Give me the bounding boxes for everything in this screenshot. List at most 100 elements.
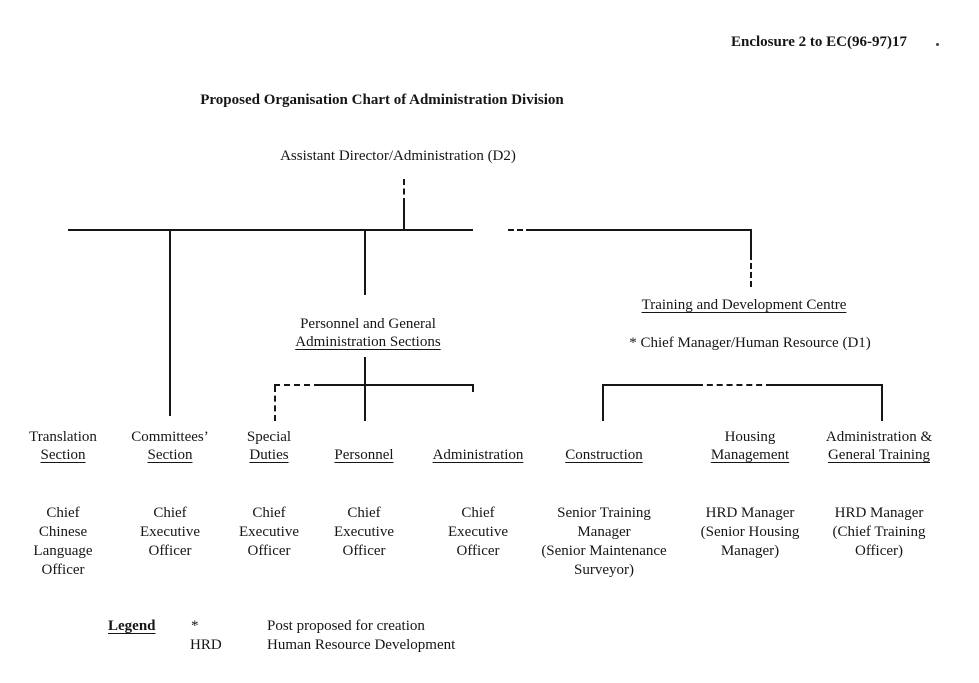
section-column-housing-management: Housing Management HRD Manager (Senior H… (680, 428, 820, 580)
connector-line-dashed (508, 229, 532, 231)
connector-line (531, 229, 751, 231)
section-column-translation: Translation Section Chief Chinese Langua… (8, 428, 118, 580)
scan-artifact-dot (936, 43, 939, 46)
section-label-line2: Management (680, 446, 820, 464)
section-column-committees: Committees’ Section Chief Executive Offi… (110, 428, 230, 580)
section-label-underlined: Management (710, 447, 790, 463)
post-line: Surveyor) (574, 562, 634, 578)
connector-line (319, 384, 474, 386)
connector-line (403, 203, 405, 230)
post-line (413, 561, 543, 580)
section-label-line1 (413, 428, 543, 446)
legend-text-hrd: Human Resource Development (267, 637, 456, 653)
post-line: HRD Manager (834, 505, 924, 521)
group-personnel-admin-underlined: Administration Sections (295, 334, 441, 350)
section-label-line1: Housing (724, 429, 776, 445)
post-line: Officer (148, 543, 192, 559)
post-line: Chief (153, 505, 187, 521)
connector-line (602, 384, 604, 421)
connector-line-dashed (697, 384, 772, 386)
section-label-line2: Construction (529, 446, 679, 464)
section-label-underlined: Duties (249, 447, 289, 463)
enclosure-reference: Enclosure 2 to EC(96-97)17 (731, 34, 907, 50)
post-line: Senior Training (557, 505, 651, 521)
section-label-line2: Section (8, 446, 118, 464)
connector-line-dashed (750, 254, 752, 287)
column-spacer (110, 464, 230, 504)
training-centre-head: * Chief Manager/Human Resource (D1) (629, 335, 871, 351)
group-training-centre: Training and Development Centre (634, 296, 854, 314)
legend-heading-underlined: Legend (108, 618, 156, 634)
post-line: Chief (46, 505, 80, 521)
section-column-admin-general-training: Administration & General Training HRD Ma… (809, 428, 949, 580)
section-column-construction: Construction Senior Training Manager (Se… (529, 428, 679, 580)
post-line: Chief (252, 505, 286, 521)
section-label-line1: Committees’ (131, 429, 209, 445)
group-personnel-admin-line1: Personnel and General (300, 316, 436, 332)
post-line: Executive (140, 524, 200, 540)
section-label-line2: Duties (214, 446, 324, 464)
section-label-line2: General Training (809, 446, 949, 464)
section-label-line1 (529, 428, 679, 446)
connector-line (602, 384, 698, 386)
column-spacer (413, 464, 543, 504)
section-label-line1: Translation (29, 429, 97, 445)
section-label-underlined: Administration (432, 447, 524, 463)
post-line: Officer (342, 543, 386, 559)
section-label-underlined: Construction (565, 447, 643, 463)
legend-symbol-asterisk: * (191, 618, 199, 634)
connector-line (364, 229, 366, 295)
connector-line-dashed (274, 384, 320, 386)
connector-line (771, 384, 883, 386)
post-line: (Senior Housing (700, 524, 800, 540)
post-line (680, 561, 820, 580)
post-line: Language (33, 543, 93, 559)
connector-line-dashed (274, 386, 276, 421)
post-line (304, 561, 424, 580)
column-spacer (304, 464, 424, 504)
post-line: Manager) (720, 543, 780, 559)
root-node: Assistant Director/Administration (D2) (280, 148, 516, 164)
post-line: Chinese (38, 524, 88, 540)
legend-symbol-hrd: HRD (190, 637, 222, 653)
group-personnel-admin-line2: Administration Sections (278, 333, 458, 351)
connector-line (364, 357, 366, 421)
group-personnel-admin: Personnel and General Administration Sec… (278, 315, 458, 351)
connector-line (472, 384, 474, 392)
section-label-underlined: General Training (827, 447, 931, 463)
section-column-personnel: Personnel Chief Executive Officer (304, 428, 424, 580)
section-label-underlined: Personnel (334, 447, 394, 463)
section-label-line2: Administration (413, 446, 543, 464)
legend-heading: Legend (108, 618, 156, 635)
section-label-line2: Personnel (304, 446, 424, 464)
post-line: Chief (461, 505, 495, 521)
section-label-line2: Section (110, 446, 230, 464)
group-training-centre-underlined: Training and Development Centre (641, 297, 847, 313)
post-line: Officer (247, 543, 291, 559)
post-line: Chief (347, 505, 381, 521)
post-line: Executive (239, 524, 299, 540)
section-label-line1 (304, 428, 424, 446)
post-line: (Senior Maintenance (541, 543, 667, 559)
column-spacer (809, 464, 949, 504)
section-label-line1: Administration & (825, 429, 933, 445)
post-line (809, 561, 949, 580)
post-line: Officer) (854, 543, 904, 559)
section-label-underlined: Section (40, 447, 86, 463)
post-line: Officer (41, 562, 85, 578)
post-line: (Chief Training (832, 524, 926, 540)
connector-line-dashed (403, 179, 405, 204)
post-line: Executive (448, 524, 508, 540)
section-column-special-duties: Special Duties Chief Executive Officer (214, 428, 324, 580)
post-line: Officer (456, 543, 500, 559)
column-spacer (8, 464, 118, 504)
post-line: HRD Manager (705, 505, 795, 521)
post-line: Manager (577, 524, 631, 540)
column-spacer (529, 464, 679, 504)
connector-line (750, 229, 752, 254)
post-line: Executive (334, 524, 394, 540)
chart-title: Proposed Organisation Chart of Administr… (200, 92, 564, 108)
column-spacer (680, 464, 820, 504)
section-label-line1: Special (246, 429, 292, 445)
post-line (110, 561, 230, 580)
